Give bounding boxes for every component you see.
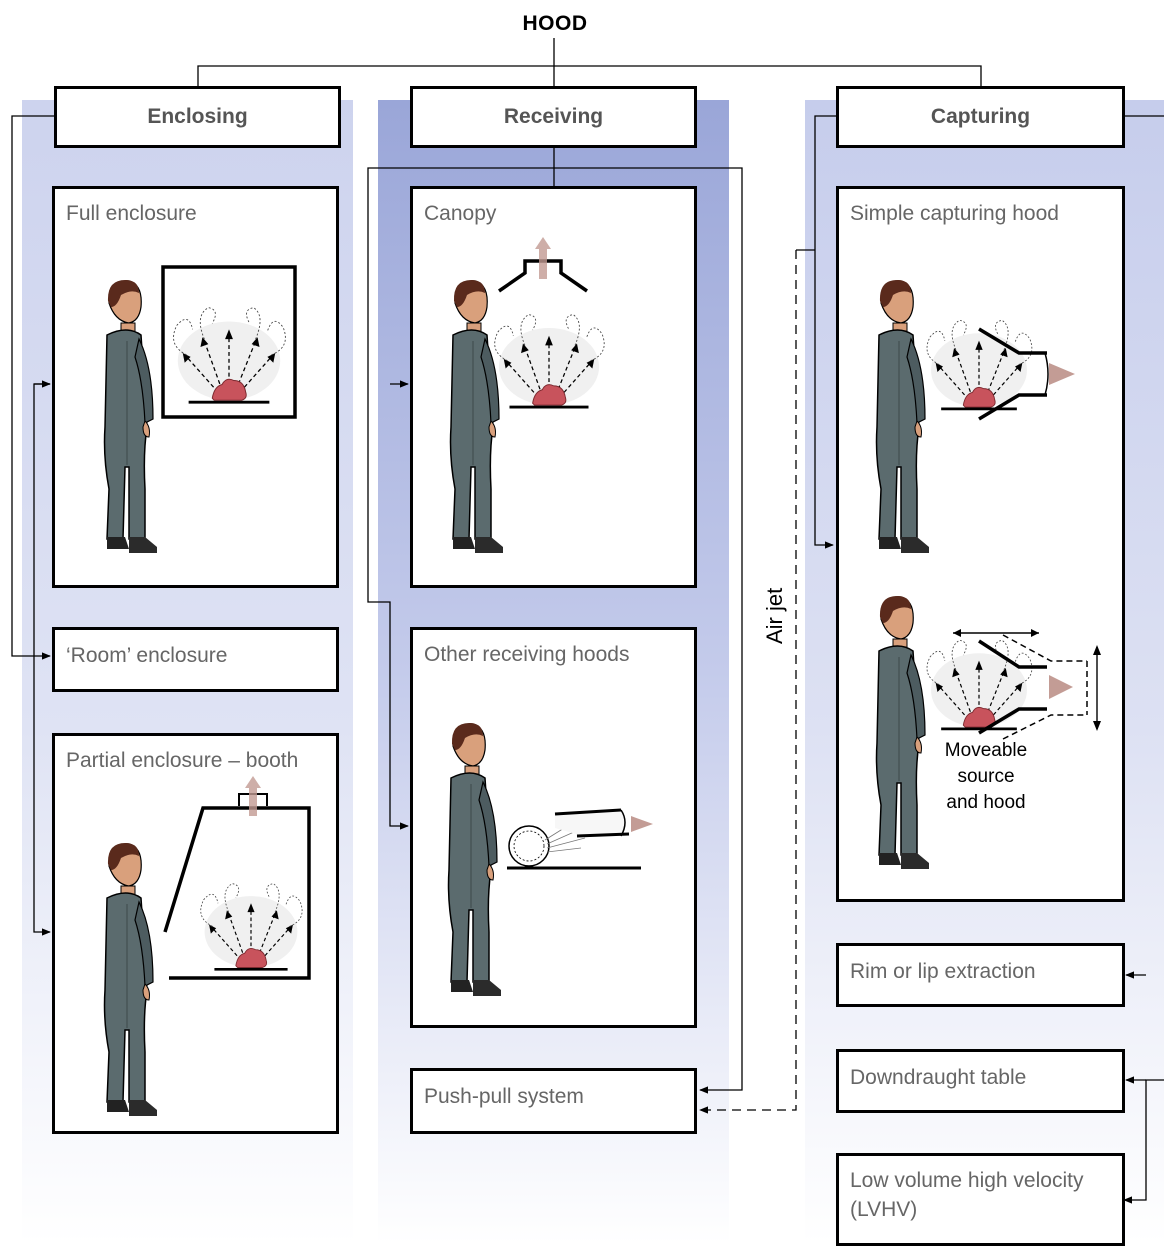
canopy-label: Canopy bbox=[424, 202, 497, 225]
booth-illustration bbox=[163, 776, 311, 980]
worker-figure bbox=[443, 720, 503, 1010]
canopy-hood-illustration bbox=[493, 237, 606, 409]
other-receiving-hoods-box: Other receiving hoods bbox=[410, 627, 697, 1028]
partial-enclosure-label: Partial enclosure – booth bbox=[66, 749, 299, 772]
air-jet-label: Air jet bbox=[762, 587, 787, 644]
moveable-note-line-3: and hood bbox=[946, 792, 1026, 813]
moveable-hood-illustration bbox=[925, 629, 1101, 740]
enclosing-header: Enclosing bbox=[54, 86, 341, 148]
full-enclosure-box: Full enclosure bbox=[52, 186, 339, 588]
downdraught-table-label: Downdraught table bbox=[850, 1066, 1027, 1089]
lvhv-label: Low volume high velocity (LVHV) bbox=[850, 1169, 1084, 1221]
rim-lip-extraction-box: Rim or lip extraction bbox=[836, 943, 1125, 1007]
worker-figure bbox=[99, 277, 159, 567]
room-enclosure-box: ‘Room’ enclosure bbox=[52, 627, 339, 692]
moveable-note-line-2: source bbox=[957, 766, 1015, 787]
simple-capturing-hood-box: Simple capturing hood bbox=[836, 186, 1125, 902]
rim-lip-extraction-label: Rim or lip extraction bbox=[850, 960, 1036, 983]
downdraught-table-box: Downdraught table bbox=[836, 1049, 1125, 1113]
room-enclosure-label: ‘Room’ enclosure bbox=[66, 644, 228, 667]
push-pull-system-box: Push-pull system bbox=[410, 1068, 697, 1134]
diagram-title: HOOD bbox=[522, 12, 588, 35]
capturing-header: Capturing bbox=[836, 86, 1125, 148]
canopy-box: Canopy bbox=[410, 186, 697, 588]
capturing-hood-illustration bbox=[925, 318, 1075, 421]
lvhv-box: Low volume high velocity (LVHV) bbox=[836, 1153, 1125, 1246]
partial-enclosure-booth-box: Partial enclosure – booth bbox=[52, 733, 339, 1134]
grinder-hood-illustration bbox=[507, 808, 653, 870]
enclosure-illustration bbox=[161, 265, 297, 419]
push-pull-label: Push-pull system bbox=[424, 1085, 584, 1108]
receiving-header: Receiving bbox=[410, 86, 697, 148]
full-enclosure-label: Full enclosure bbox=[66, 202, 197, 225]
simple-capturing-hood-label: Simple capturing hood bbox=[850, 202, 1059, 225]
moveable-source-note: Moveable source and hood bbox=[930, 738, 1042, 816]
moveable-note-line-1: Moveable bbox=[944, 740, 1028, 761]
other-receiving-hoods-label: Other receiving hoods bbox=[424, 643, 630, 666]
worker-figure bbox=[99, 840, 159, 1130]
